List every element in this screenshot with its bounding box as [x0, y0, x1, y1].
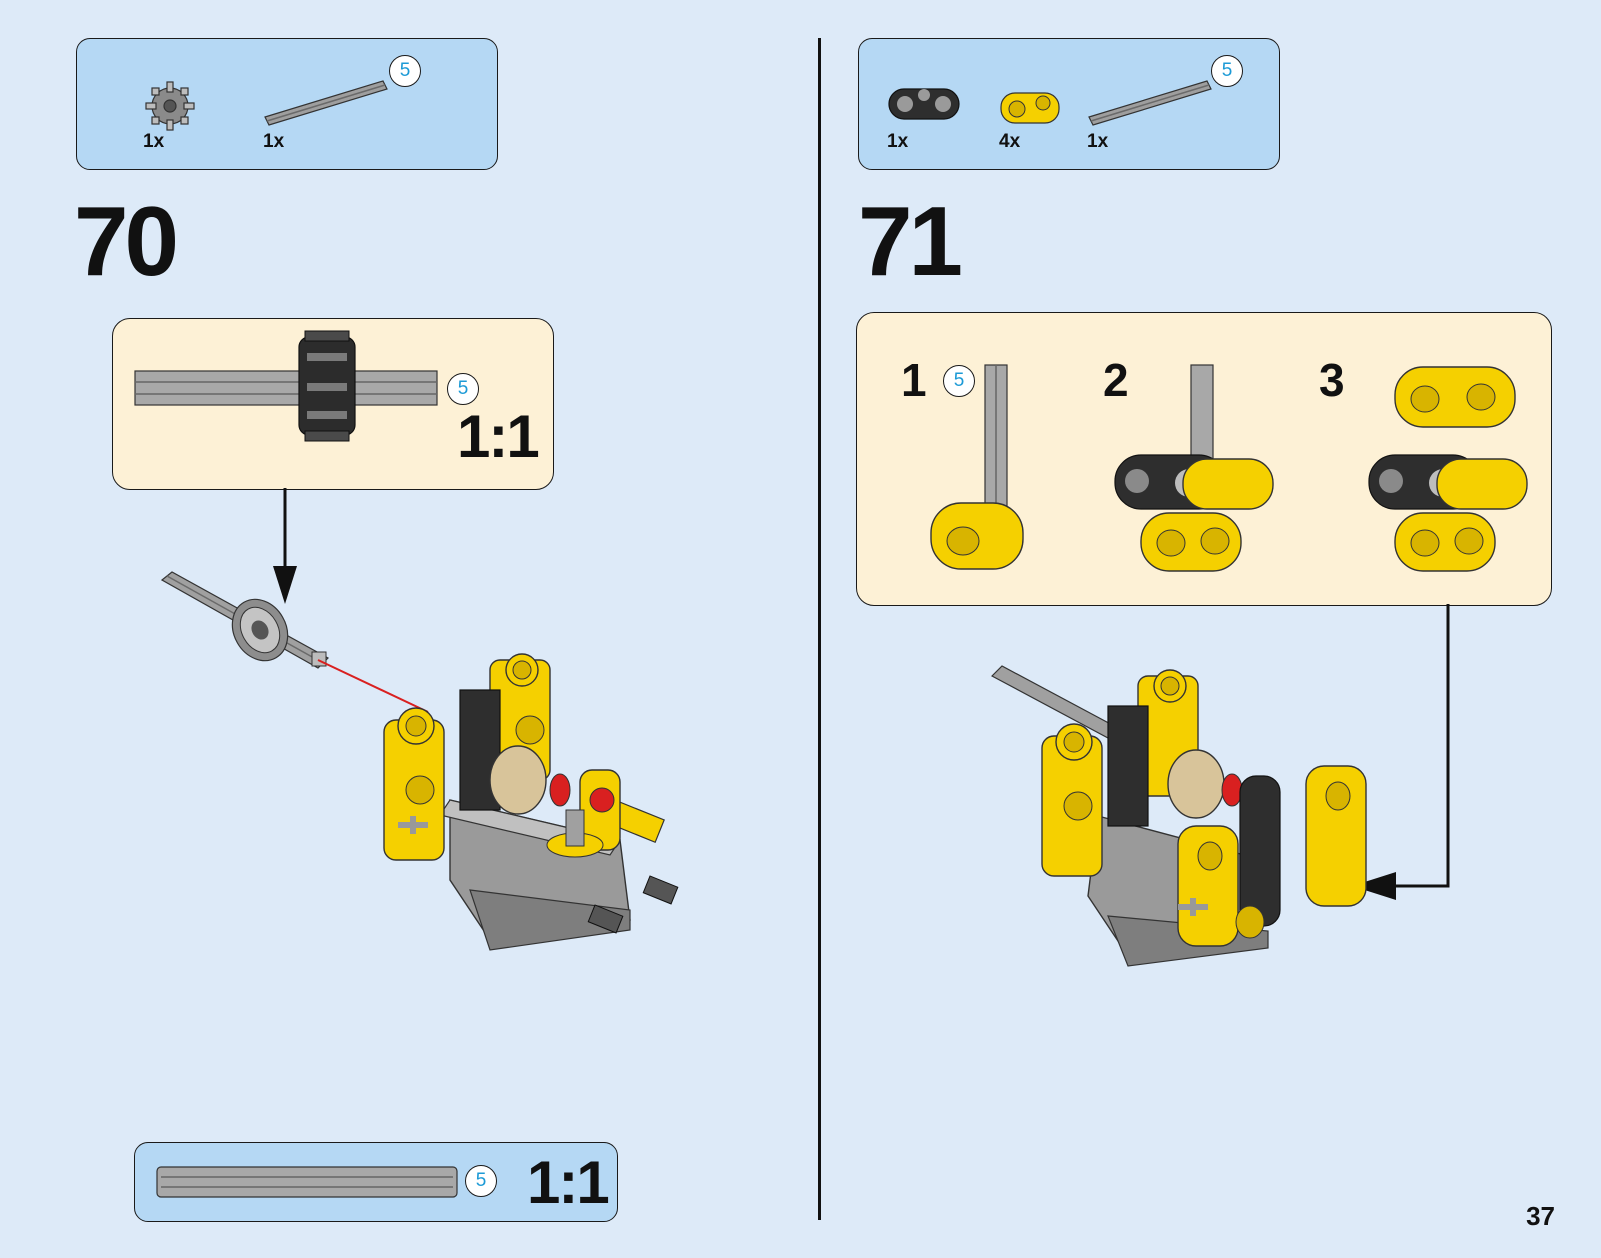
axle-icon — [1087, 77, 1213, 127]
step-number: 70 — [74, 192, 175, 290]
page-number: 37 — [1526, 1201, 1555, 1232]
axle-with-gear-illustration — [135, 331, 445, 441]
part-qty: 1x — [887, 131, 908, 153]
substep-3-illustration — [1365, 363, 1535, 583]
length-badge: 5 — [1211, 55, 1243, 87]
parts-list-step-71: 1x 4x 1x 5 — [858, 38, 1280, 170]
part-qty: 1x — [143, 131, 164, 153]
axle-icon — [263, 77, 389, 127]
yellow-connector-icon — [999, 85, 1061, 129]
substep-2-illustration — [1111, 363, 1281, 583]
part-qty: 4x — [999, 131, 1020, 153]
substeps-box: 1 5 2 3 — [856, 312, 1552, 606]
length-badge: 5 — [447, 373, 479, 405]
substep-label: 3 — [1319, 357, 1345, 403]
length-badge: 5 — [465, 1165, 497, 1197]
page-divider — [818, 38, 821, 1220]
axle-ruler-icon — [157, 1165, 459, 1199]
length-badge: 5 — [389, 55, 421, 87]
substep-1-illustration — [927, 363, 1037, 583]
part-qty: 1x — [263, 131, 284, 153]
gear-icon — [143, 79, 197, 133]
model-illustration-step-71 — [988, 656, 1388, 976]
parts-list-step-70: 1x 1x 5 — [76, 38, 498, 170]
scale-label: 1:1 — [457, 407, 538, 467]
scale-label: 1:1 — [527, 1153, 608, 1213]
scale-ruler-box: 5 1:1 — [134, 1142, 618, 1222]
substep-label: 1 — [901, 357, 927, 403]
step-number: 71 — [858, 192, 959, 290]
model-illustration-step-70 — [380, 640, 690, 960]
part-qty: 1x — [1087, 131, 1108, 153]
dark-connector-icon — [887, 81, 961, 125]
axle-gear-illustration — [158, 570, 338, 680]
callout-box-axle-gear: 5 1:1 — [112, 318, 554, 490]
